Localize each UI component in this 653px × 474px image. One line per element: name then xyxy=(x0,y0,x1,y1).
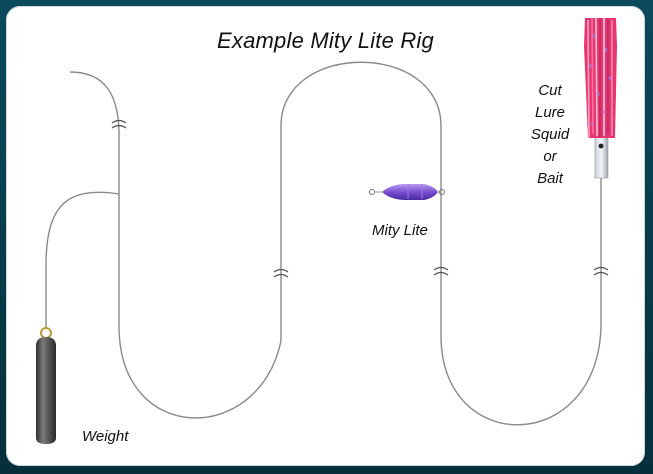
squid-lure-icon xyxy=(584,17,617,179)
line-break-mark xyxy=(111,119,609,278)
lure-label-line: or Bait xyxy=(537,148,563,187)
diagram-title: Example Mity Lite Rig xyxy=(217,28,434,53)
main-line xyxy=(69,61,602,426)
lure-label-line: Lure xyxy=(534,104,566,121)
diagram-panel: Example Mity Lite Rig xyxy=(6,6,645,466)
weight-sinker-icon xyxy=(36,327,56,444)
lure-label: Cut Lure Squid or Bait xyxy=(530,80,570,190)
weight-leader xyxy=(45,191,120,328)
weight-label: Weight xyxy=(82,428,129,445)
lure-label-line: Cut xyxy=(538,82,562,99)
mity-lite-label: Mity Lite xyxy=(372,222,428,239)
lure-label-line: Squid xyxy=(530,126,570,143)
rig-diagram xyxy=(36,17,617,444)
mity-lite-float-icon xyxy=(369,184,445,200)
